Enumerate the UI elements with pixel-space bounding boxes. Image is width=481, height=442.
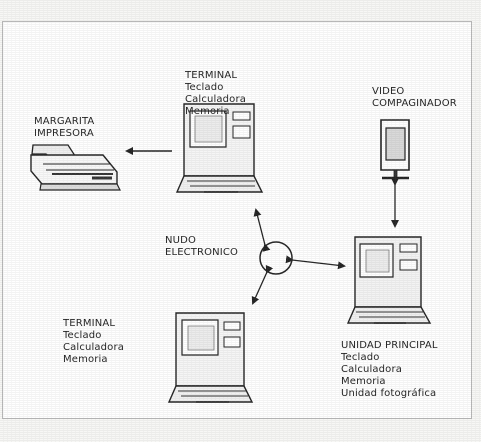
main-unit-label: UNIDAD PRINCIPAL Teclado Calculadora Mem…: [341, 340, 438, 400]
terminal-bottom-item-keyboard: Teclado: [63, 330, 124, 342]
terminal-bottom-computer-icon: [169, 313, 252, 402]
terminal-bottom-item-memory: Memoria: [63, 354, 124, 366]
terminal-bottom-title: TERMINAL: [63, 318, 124, 330]
main-unit-item-photo-unit: Unidad fotográfica: [341, 388, 438, 400]
main-unit-item-calculator: Calculadora: [341, 364, 438, 376]
video-label: VIDEO COMPAGINADOR: [372, 86, 457, 110]
main-unit-title: UNIDAD PRINCIPAL: [341, 340, 438, 352]
arrow-hub-terminal-bottom: [253, 272, 267, 303]
hub-title: NUDO: [165, 235, 238, 247]
hub-subtitle: ELECTRONICO: [165, 247, 238, 259]
terminal-top-item-calculator: Calculadora: [185, 94, 246, 106]
printer-label: MARGARITA IMPRESORA: [34, 116, 94, 140]
main-unit-item-memory: Memoria: [341, 376, 438, 388]
terminal-top-item-memory: Memoria: [185, 106, 246, 118]
terminal-top-item-keyboard: Teclado: [185, 82, 246, 94]
arrow-hub-main-unit: [292, 260, 344, 266]
main-unit-computer-icon: [348, 237, 430, 323]
arrow-hub-terminal-top: [256, 210, 265, 245]
video-subtitle: COMPAGINADOR: [372, 98, 457, 110]
terminal-bottom-item-calculator: Calculadora: [63, 342, 124, 354]
printer-title: MARGARITA: [34, 116, 94, 128]
video-title: VIDEO: [372, 86, 457, 98]
terminal-top-label: TERMINAL Teclado Calculadora Memoria: [185, 70, 246, 118]
video-compaginator-icon: [381, 120, 409, 178]
electronic-node-icon: [260, 242, 292, 274]
hub-label: NUDO ELECTRONICO: [165, 235, 238, 259]
printer-icon: [31, 145, 120, 190]
terminal-bottom-label: TERMINAL Teclado Calculadora Memoria: [63, 318, 124, 366]
main-unit-item-keyboard: Teclado: [341, 352, 438, 364]
printer-subtitle: IMPRESORA: [34, 128, 94, 140]
terminal-top-title: TERMINAL: [185, 70, 246, 82]
